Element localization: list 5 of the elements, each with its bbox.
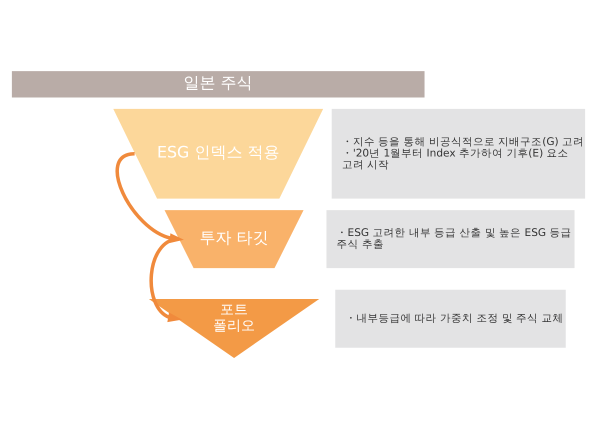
node-box: ・지수 등을 통해 비공식적으로 지배구조(G) 고려 ・'20년 1월부터 Index 추가하여 기후(E) 요소 고려 시작	[332, 108, 586, 198]
arrow	[150, 236, 182, 322]
node-box: ・ESG 고려한 내부 등급 산출 및 높은 ESG 등급 주식 추출	[326, 210, 575, 268]
node-box: ・내부등급에 따라 가중치 조정 및 주식 교체	[335, 289, 566, 348]
node-box: 일본 주식	[12, 70, 425, 97]
